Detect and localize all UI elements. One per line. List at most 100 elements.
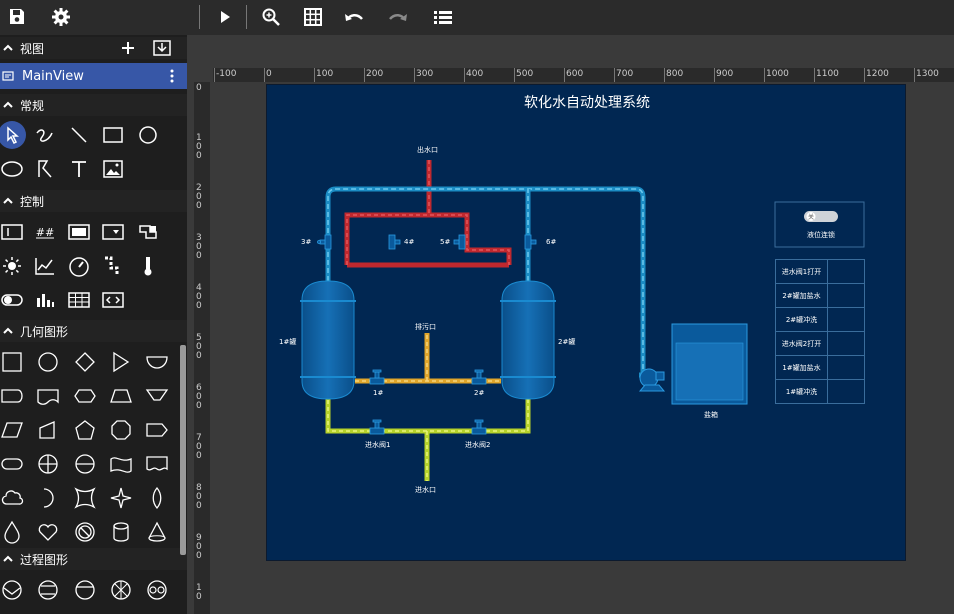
redo-icon[interactable] (385, 4, 411, 30)
zoom-icon[interactable] (258, 4, 284, 30)
sidebar-scrollbar[interactable] (180, 345, 186, 555)
wave-shape[interactable] (107, 450, 135, 478)
table-control[interactable] (65, 286, 93, 314)
rounded-rect-shape[interactable] (0, 382, 26, 410)
arrow-pentagon-shape[interactable] (143, 416, 171, 444)
no-symbol-shape[interactable] (71, 518, 99, 546)
button-control[interactable] (65, 218, 93, 246)
square-shape[interactable] (0, 348, 26, 376)
manual-input-shape[interactable] (34, 416, 62, 444)
save-icon[interactable] (4, 4, 30, 30)
status-row: 2#罐冲洗 (775, 307, 865, 332)
ruler-tick-label: 1000 (766, 69, 789, 79)
concave-square-shape[interactable] (71, 484, 99, 512)
textbox-control[interactable] (0, 218, 26, 246)
section-common[interactable]: 常规 (0, 94, 187, 116)
status-row: 进水阀2打开 (775, 331, 865, 356)
pump-process-shape[interactable] (0, 576, 26, 604)
list-icon[interactable] (430, 4, 456, 30)
crosshair-circle-shape[interactable] (34, 450, 62, 478)
trapezoid-shape[interactable] (107, 382, 135, 410)
split-circle-shape[interactable] (71, 450, 99, 478)
funnel-shape[interactable] (143, 382, 171, 410)
select-tool[interactable] (0, 121, 26, 149)
play-icon[interactable] (212, 4, 238, 30)
star4-shape[interactable] (107, 484, 135, 512)
circle-shape[interactable] (34, 348, 62, 376)
status-row-label: 进水阀1打开 (775, 259, 828, 284)
cloud-shape[interactable] (0, 484, 26, 512)
delay-shape[interactable] (34, 382, 62, 410)
diagram-canvas[interactable]: 软化水自动处理系统 出水口 排污口 进水口 1#罐 2#罐 1# 2# 3# 4… (266, 84, 906, 561)
cone-shape[interactable] (143, 518, 171, 546)
status-row-label: 1#罐加盐水 (775, 355, 828, 380)
chevron-up-icon (3, 44, 13, 51)
settings-icon[interactable] (48, 4, 74, 30)
capsule-shape[interactable] (0, 450, 26, 478)
import-icon[interactable] (153, 40, 171, 56)
trend-chart-control[interactable] (31, 252, 59, 280)
section-process[interactable]: 过程图形 (0, 548, 187, 570)
diagram-title: 软化水自动处理系统 (524, 95, 650, 111)
diamond-shape[interactable] (71, 348, 99, 376)
turbine-process-shape[interactable] (107, 576, 135, 604)
half-circle-shape[interactable] (143, 348, 171, 376)
interlock-toggle[interactable] (804, 211, 838, 222)
section-control-label: 控制 (20, 194, 45, 209)
embed-control[interactable] (99, 286, 127, 314)
add-icon[interactable] (121, 41, 135, 55)
ellipse-tool[interactable] (0, 155, 26, 183)
cylinder-shape[interactable] (107, 518, 135, 546)
text-tool[interactable] (65, 155, 93, 183)
undo-icon[interactable] (341, 4, 367, 30)
section-view-label: 视图 (20, 41, 45, 56)
ruler-tick-label: 1100 (816, 69, 839, 79)
ruler-tick-label: 7 0 0 (196, 433, 202, 461)
svg-text:##: ## (36, 226, 54, 239)
number-control[interactable]: ## (31, 218, 59, 246)
rectangle-tool[interactable] (99, 121, 127, 149)
toggle-control[interactable] (0, 286, 26, 314)
light-control[interactable] (0, 252, 26, 280)
pipe-control[interactable] (99, 252, 127, 280)
dropdown-control[interactable] (99, 218, 127, 246)
moon-shape[interactable] (34, 484, 62, 512)
inlet-valve1-label: 进水阀1 (365, 441, 391, 449)
section-geometry[interactable]: 几何图形 (0, 320, 187, 342)
document-shape[interactable] (143, 450, 171, 478)
gauge-control[interactable] (65, 252, 93, 280)
ruler-tick (914, 68, 915, 82)
view-item-mainview[interactable]: MainView (0, 63, 187, 89)
section-process-label: 过程图形 (20, 552, 69, 567)
thermometer-control[interactable] (134, 252, 162, 280)
triangle-right-shape[interactable] (107, 348, 135, 376)
more-vert-icon[interactable] (169, 68, 175, 84)
drain-label: 排污口 (415, 323, 436, 331)
drop-shape[interactable] (0, 518, 26, 546)
polyline-tool[interactable] (31, 155, 59, 183)
mixer-process-shape[interactable] (143, 576, 171, 604)
view-icon (2, 71, 14, 81)
pentagon-shape[interactable] (71, 416, 99, 444)
compressor-process-shape[interactable] (34, 576, 62, 604)
line-tool[interactable] (65, 121, 93, 149)
bar-chart-control[interactable] (31, 286, 59, 314)
status-row-label: 2#罐加盐水 (775, 283, 828, 308)
image-tool[interactable] (99, 155, 127, 183)
switch-control[interactable] (134, 218, 162, 246)
valve2-label: 2# (474, 389, 485, 397)
curve-tool[interactable] (31, 121, 59, 149)
lens-shape[interactable] (143, 484, 171, 512)
grid-icon[interactable] (300, 4, 326, 30)
heart-shape[interactable] (34, 518, 62, 546)
ruler-tick-label: 0 (196, 83, 202, 93)
section-control[interactable]: 控制 (0, 190, 187, 212)
valve6-label: 6# (546, 238, 557, 246)
section-view[interactable]: 视图 (0, 37, 187, 59)
fan-process-shape[interactable] (71, 576, 99, 604)
tank-1 (300, 280, 356, 400)
circle-tool[interactable] (134, 121, 162, 149)
octagon-shape[interactable] (107, 416, 135, 444)
hexagon-shape[interactable] (71, 382, 99, 410)
parallelogram-shape[interactable] (0, 416, 26, 444)
